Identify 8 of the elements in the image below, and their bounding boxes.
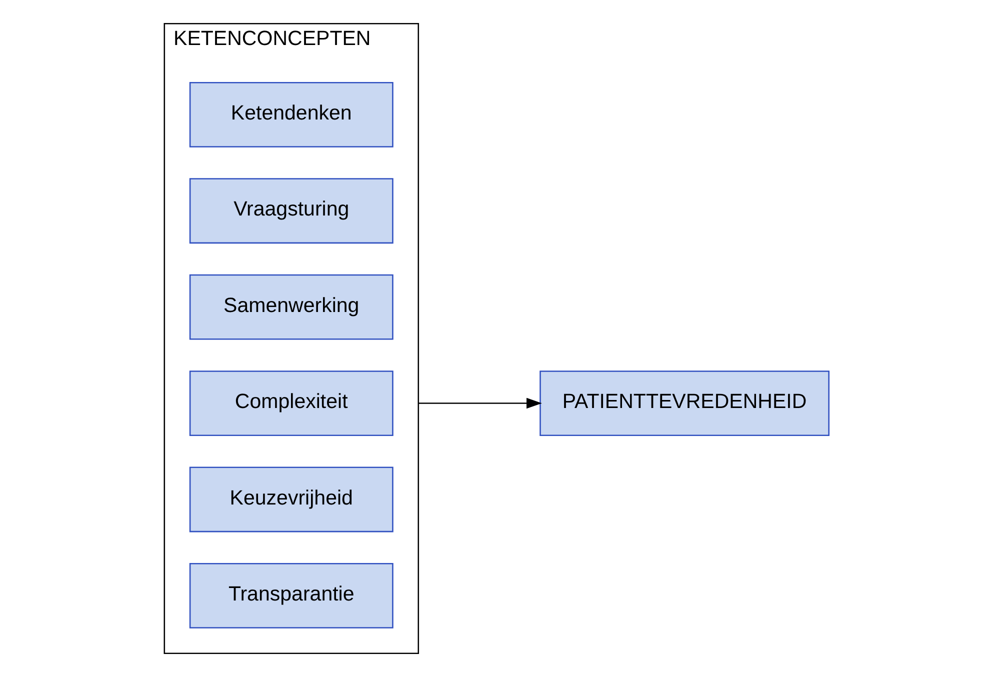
node-box: Keuzevrijheid xyxy=(189,466,394,532)
arrow xyxy=(418,398,542,409)
node-box: PATIENTTEVREDENHEID xyxy=(540,370,830,436)
node-box: Ketendenken xyxy=(189,82,394,148)
node-box: Samenwerking xyxy=(189,274,394,340)
node-box: Vraagsturing xyxy=(189,178,394,244)
node-box: Transparantie xyxy=(189,562,394,628)
node-box: Complexiteit xyxy=(189,370,394,436)
